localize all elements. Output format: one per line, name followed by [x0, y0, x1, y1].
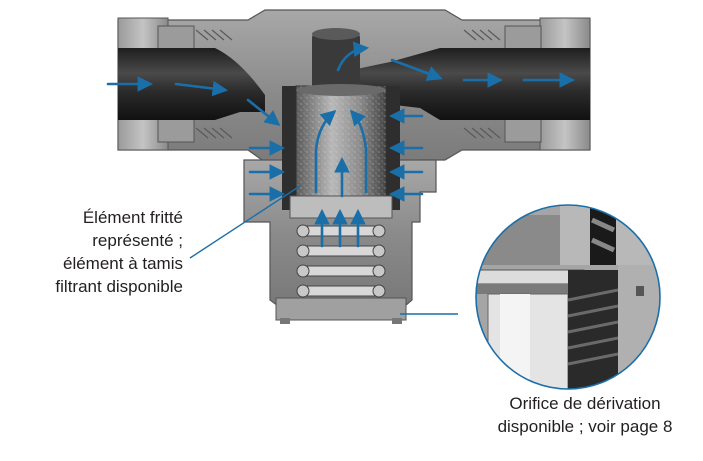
spring-coil-end [296, 224, 310, 238]
flow-arrow-icon [174, 80, 229, 97]
spring-coil-end [372, 244, 386, 258]
element-callout-line-2: représenté ; [92, 231, 183, 250]
orifice-detail-circle [475, 204, 661, 390]
flow-arrow-icon [349, 109, 368, 194]
spring-coil [297, 285, 385, 297]
spring-coil-end [372, 284, 386, 298]
flow-arrow-icon [246, 98, 281, 126]
spring-coil-end [296, 244, 310, 258]
flow-arrow-icon [336, 41, 370, 72]
bypass-orifice-callout: Orifice de dérivation disponible ; voir … [470, 392, 700, 438]
spring-coil-end [296, 264, 310, 278]
element-callout-line-4: filtrant disponible [55, 277, 183, 296]
sintered-element-callout: Élément fritté représenté ; élément à ta… [0, 206, 183, 298]
element-leader-line [189, 185, 301, 259]
element-callout-line-3: élément à tamis [63, 254, 183, 273]
flow-arrow-icon [314, 109, 337, 194]
spring-coil-end [372, 224, 386, 238]
inlet-tube [118, 48, 265, 120]
filter-chamber [282, 84, 400, 219]
spring-coil-end [296, 284, 310, 298]
center-outlet-passage [312, 28, 360, 96]
orifice-callout-line-2: disponible ; voir page 8 [497, 417, 673, 436]
leader-lines [189, 185, 458, 315]
spring-coil [297, 245, 385, 257]
element-callout-line-1: Élément fritté [82, 208, 183, 227]
orifice-callout-line-1: Orifice de dérivation [509, 394, 661, 413]
flow-arrow-icon [390, 58, 443, 81]
spring-coil [297, 265, 385, 277]
flow-arrows [106, 41, 576, 248]
spring-coil-end [372, 264, 386, 278]
